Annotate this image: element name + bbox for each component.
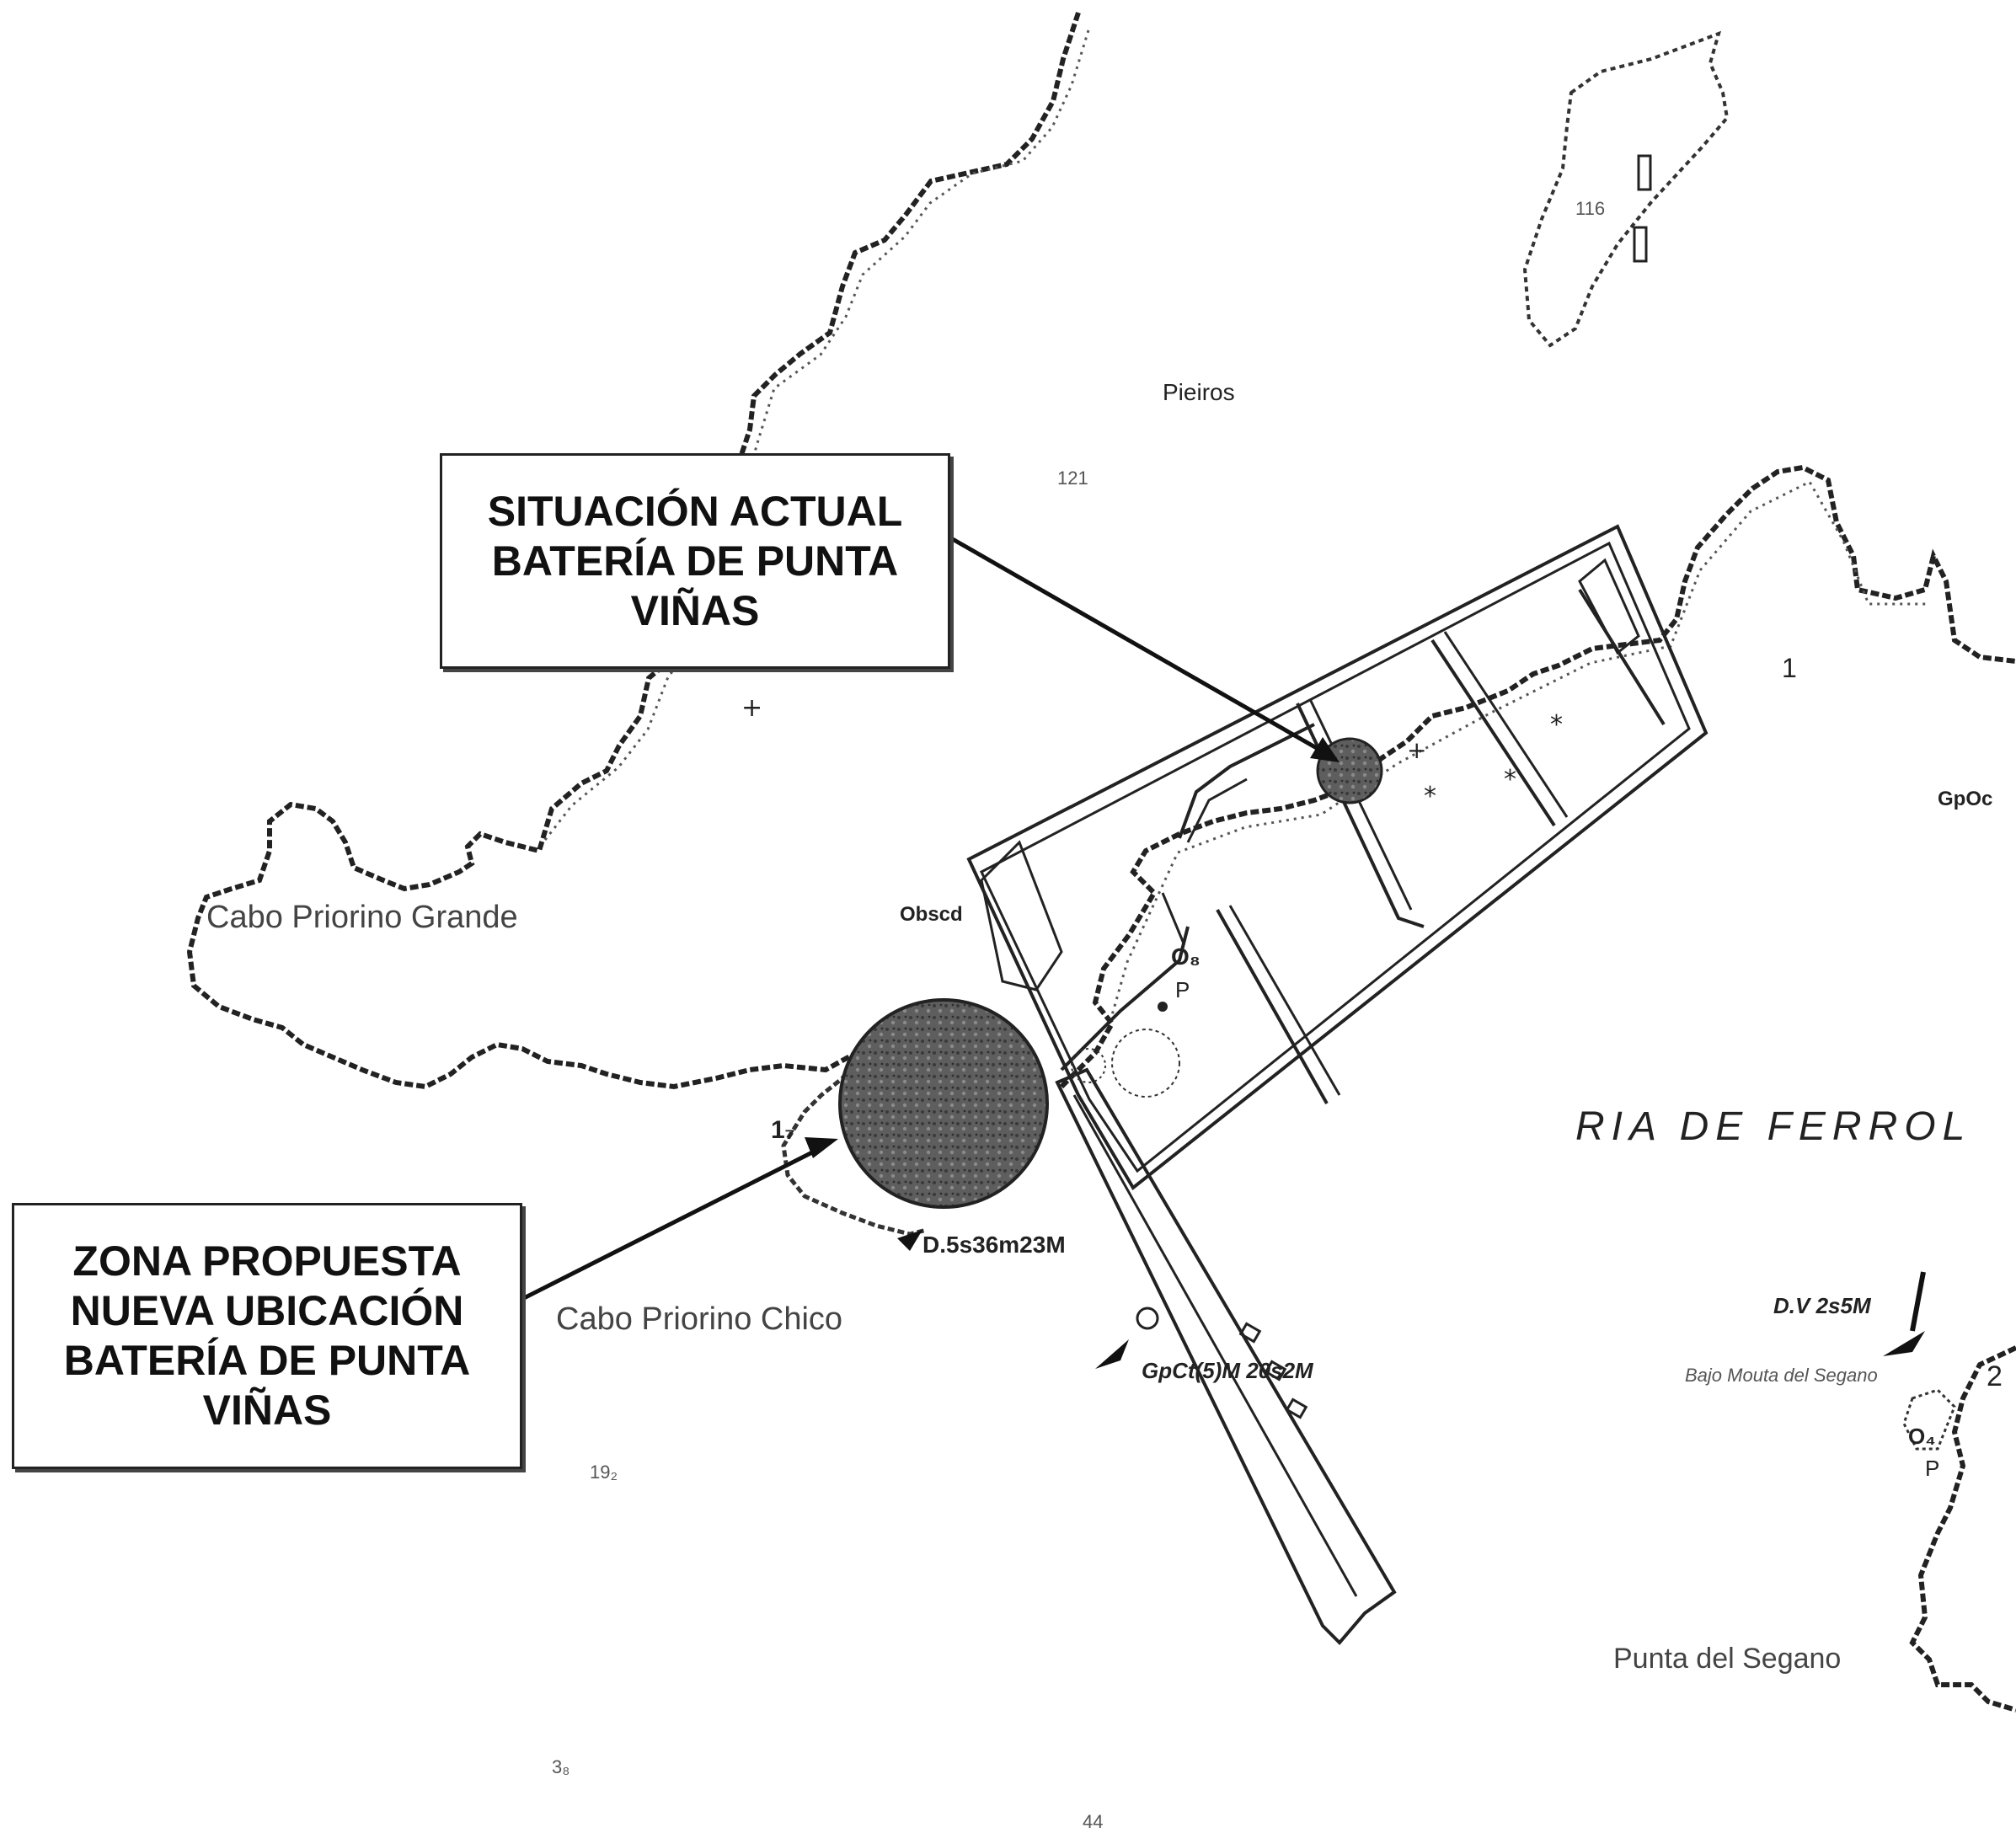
coastline-chico bbox=[781, 1047, 928, 1237]
breakwater-pier-inner bbox=[1072, 1094, 1358, 1597]
callout-proposed-line-4: VIÑAS bbox=[202, 1387, 332, 1434]
light-sector-2 bbox=[1158, 1002, 1168, 1012]
port-divider-7 bbox=[1578, 588, 1666, 726]
label-gpoc: GpOc bbox=[1938, 788, 1993, 810]
label-light-cabo: D.5s36m23M bbox=[922, 1232, 1066, 1258]
light-sector-3 bbox=[1071, 1048, 1106, 1083]
island-marker-1 bbox=[1637, 154, 1652, 191]
label-depth-2: 2 bbox=[1987, 1360, 2003, 1392]
rock-se bbox=[1902, 1388, 1956, 1451]
star-marker-5: + bbox=[1407, 736, 1426, 764]
callout-proposed-zone: ZONA PROPUESTA NUEVA UBICACIÓN BATERÍA D… bbox=[12, 1203, 522, 1469]
label-cabo-priorino-grande: Cabo Priorino Grande bbox=[206, 900, 518, 935]
callout-current-battery: SITUACIÓN ACTUAL BATERÍA DE PUNTA VIÑAS bbox=[440, 453, 950, 669]
callout-proposed-line-3: BATERÍA DE PUNTA bbox=[63, 1337, 471, 1384]
port-road-diag bbox=[1060, 926, 1190, 1071]
label-p1: P bbox=[1175, 977, 1190, 1002]
port-divider-2 bbox=[1228, 905, 1341, 1096]
label-p2: P bbox=[1925, 1456, 1940, 1481]
callout-current-line-1: SITUACIÓN ACTUAL bbox=[487, 487, 903, 535]
port-platform-outline bbox=[966, 524, 1709, 1190]
label-dv-light: D.V 2s5M bbox=[1773, 1293, 1871, 1318]
light-pointer-1 bbox=[1095, 1339, 1129, 1369]
label-obscd: Obscd bbox=[900, 903, 963, 926]
label-depth-1: 1 bbox=[1782, 653, 1797, 683]
label-bajo-mouta: Bajo Mouta del Segano bbox=[1685, 1365, 1878, 1386]
coastline-southeast bbox=[1909, 1345, 2016, 1713]
label-o8: O₈ bbox=[1171, 943, 1201, 970]
coastline-west-hatch bbox=[541, 29, 1090, 844]
pier-marker-1 bbox=[1238, 1322, 1262, 1344]
star-marker-2: * bbox=[1504, 765, 1516, 794]
coastline-northeast-hatch bbox=[1109, 480, 1928, 1022]
label-ria-de-ferrol: RIA DE FERROL bbox=[1575, 1104, 1972, 1149]
port-inner-box-1 bbox=[980, 840, 1063, 991]
pier-marker-3 bbox=[1285, 1397, 1308, 1419]
light-sector-1 bbox=[1111, 1029, 1180, 1098]
callout-proposed-line-2: NUEVA UBICACIÓN bbox=[70, 1287, 464, 1334]
light-pointer-2 bbox=[897, 1230, 922, 1251]
callout-proposed-line-1: ZONA PROPUESTA bbox=[72, 1237, 462, 1285]
coastline-northeast bbox=[1059, 464, 2016, 1089]
port-divider-4 bbox=[1308, 698, 1413, 911]
callout-current-line-3: VIÑAS bbox=[630, 586, 760, 634]
arrow-current-head bbox=[1310, 737, 1340, 762]
callout-current-line-2: BATERÍA DE PUNTA bbox=[491, 537, 899, 585]
island-marker-2 bbox=[1633, 226, 1648, 263]
port-platform-inner bbox=[980, 541, 1691, 1173]
port-inner-box-2 bbox=[1578, 558, 1640, 655]
port-divider-1 bbox=[1216, 909, 1329, 1104]
port-road-1 bbox=[1178, 723, 1315, 839]
port-divider-5 bbox=[1430, 639, 1556, 827]
port-divider-6 bbox=[1443, 631, 1569, 818]
breakwater-pier bbox=[1055, 1067, 1397, 1645]
star-marker-3: * bbox=[1424, 782, 1436, 811]
label-depth-116: 116 bbox=[1575, 198, 1606, 219]
coastline-west bbox=[186, 12, 1081, 1090]
label-depth-17: 1₇ bbox=[771, 1116, 795, 1144]
light-pointer-3 bbox=[1883, 1331, 1925, 1356]
light-pointer-4 bbox=[1910, 1271, 1926, 1332]
label-depth-38: 3₈ bbox=[552, 1756, 570, 1777]
star-marker-1: * bbox=[1550, 710, 1563, 740]
port-road-2 bbox=[1186, 778, 1248, 843]
port-road-3 bbox=[1161, 892, 1185, 944]
arrow-proposed-head bbox=[805, 1137, 838, 1158]
label-depth-44: 44 bbox=[1083, 1811, 1104, 1832]
star-marker-4: + bbox=[741, 693, 762, 723]
arrow-current bbox=[944, 532, 1329, 756]
label-punta-del-segano: Punta del Segano bbox=[1613, 1643, 1842, 1675]
island-outline bbox=[1522, 30, 1730, 348]
proposed-zone-dot bbox=[838, 998, 1049, 1209]
label-depth-19: 19₂ bbox=[590, 1462, 618, 1483]
label-cabo-priorino-chico: Cabo Priorino Chico bbox=[556, 1301, 843, 1337]
label-pieiros: Pieiros bbox=[1163, 379, 1235, 405]
pier-buoy bbox=[1136, 1307, 1159, 1330]
label-light-pier: GpCt(5)M 20s2M bbox=[1142, 1358, 1313, 1383]
label-o4: O₄ bbox=[1908, 1424, 1936, 1449]
pier-marker-2 bbox=[1264, 1360, 1287, 1381]
arrow-proposed bbox=[516, 1143, 827, 1304]
label-depth-121: 121 bbox=[1057, 468, 1088, 489]
